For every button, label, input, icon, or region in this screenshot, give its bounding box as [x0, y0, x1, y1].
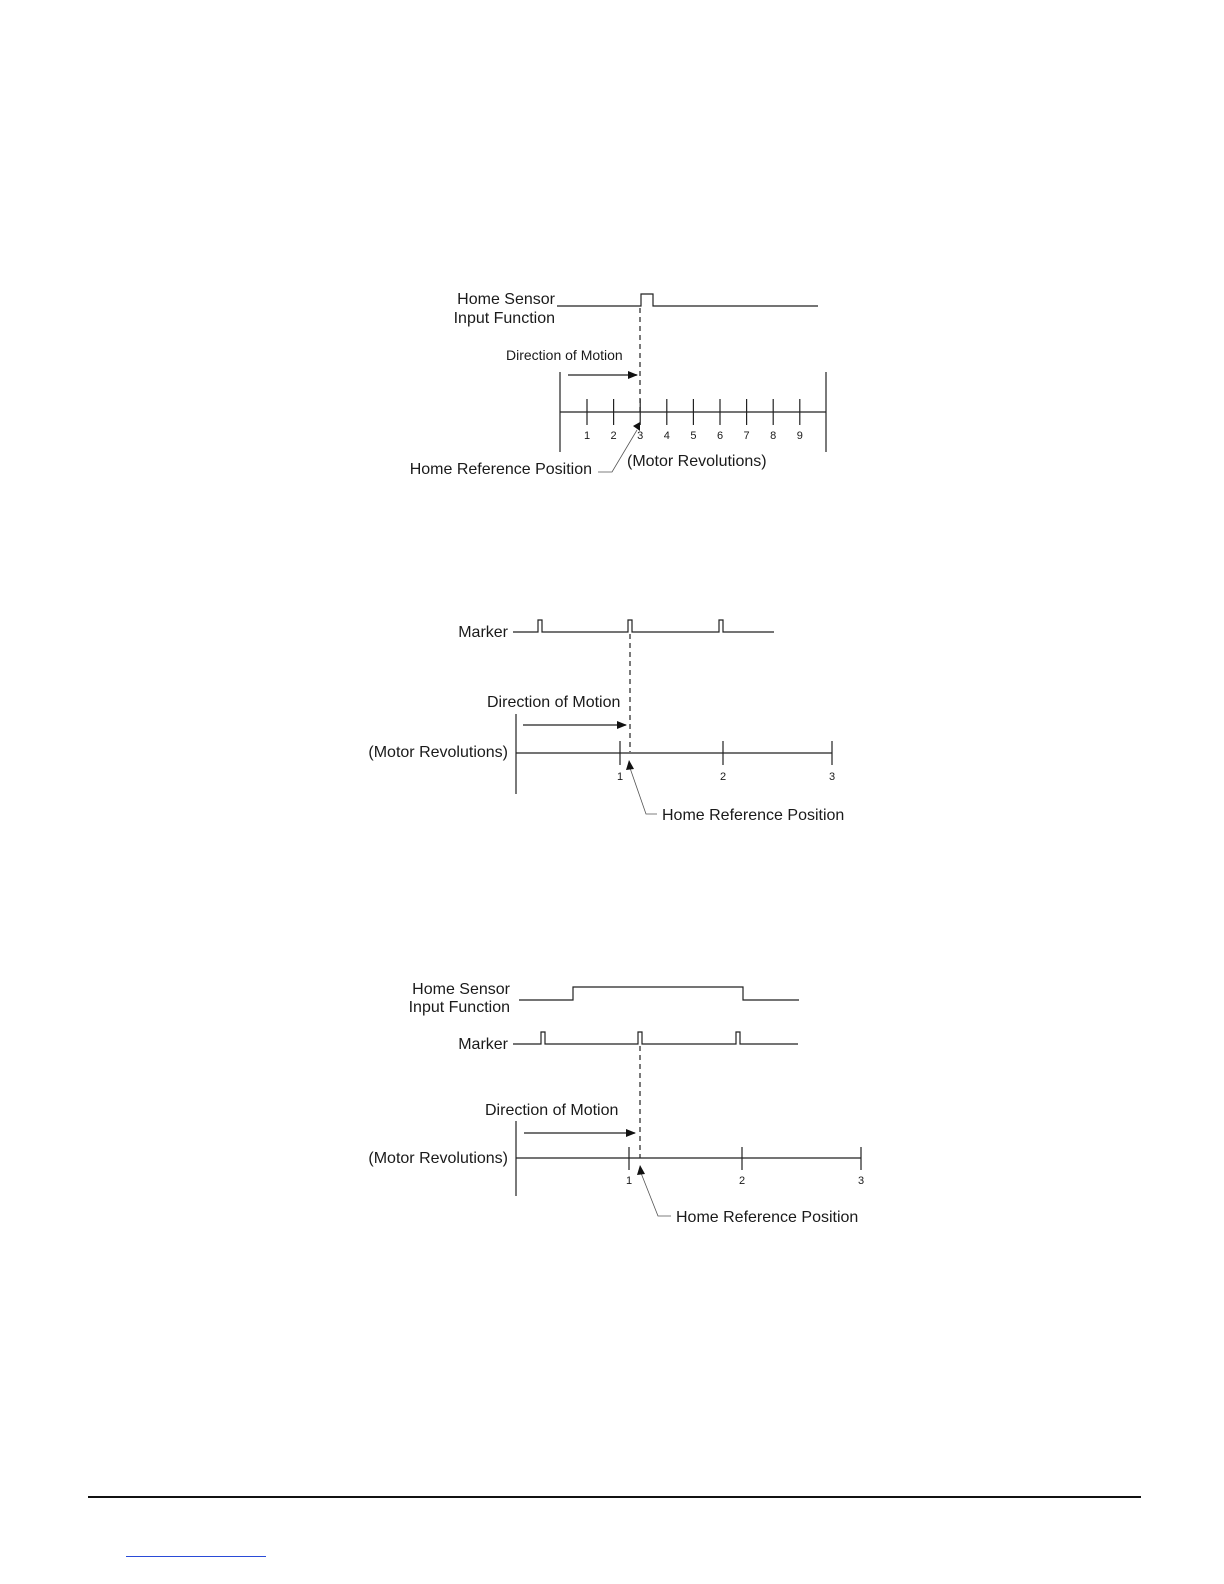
home-ref-label: Home Reference Position	[410, 461, 592, 478]
direction-label: Direction of Motion	[487, 694, 620, 711]
home-sensor-signal	[519, 987, 799, 1000]
axis-label: (Motor Revolutions)	[627, 453, 767, 470]
axis-tick-label: 2	[720, 771, 726, 783]
marker-label: Marker	[458, 1036, 508, 1053]
sensor-label-line2: Input Function	[454, 310, 555, 327]
axis-tick-label: 1	[617, 771, 623, 783]
direction-label: Direction of Motion	[506, 347, 623, 363]
axis-tick-label: 6	[717, 430, 723, 442]
home-ref-label: Home Reference Position	[662, 807, 844, 824]
marker-signal	[513, 620, 774, 632]
home-ref-arrowhead	[637, 1165, 645, 1175]
axis-tick-label: 1	[584, 430, 590, 442]
footer-link-underline[interactable]	[126, 1556, 266, 1557]
home-sensor-signal	[557, 294, 818, 306]
axis-tick-label: 4	[664, 430, 670, 442]
home-ref-leader	[630, 768, 657, 814]
diagram-marker: Marker Direction of Motion (Motor Revolu…	[368, 620, 844, 824]
axis-label: (Motor Revolutions)	[368, 744, 508, 761]
sensor-label-line1: Home Sensor	[457, 291, 555, 308]
home-ref-leader	[641, 1173, 671, 1216]
axis-tick-label: 3	[858, 1175, 864, 1187]
diagram-sensor-and-marker: Home Sensor Input Function Marker Direct…	[368, 981, 864, 1226]
axis-ticks: 1 2 3 4 5 6 7 8 9	[584, 399, 803, 442]
axis-tick-label: 9	[797, 430, 803, 442]
axis-tick-label: 2	[739, 1175, 745, 1187]
sensor-label-line2: Input Function	[409, 999, 510, 1016]
axis-tick-label: 7	[744, 430, 750, 442]
home-ref-label: Home Reference Position	[676, 1209, 858, 1226]
axis-tick-label: 3	[829, 771, 835, 783]
footer-rule	[88, 1496, 1141, 1498]
axis-tick-label: 3	[637, 430, 643, 442]
direction-label: Direction of Motion	[485, 1102, 618, 1119]
axis-tick-label: 8	[770, 430, 776, 442]
axis-tick-label: 5	[690, 430, 696, 442]
axis-tick-label: 1	[626, 1175, 632, 1187]
diagram-home-sensor: Home Sensor Input Function Direction of …	[410, 291, 826, 478]
marker-label: Marker	[458, 624, 508, 641]
marker-signal	[513, 1032, 798, 1044]
sensor-label-line1: Home Sensor	[412, 981, 510, 998]
home-ref-arrowhead	[626, 760, 634, 770]
axis-tick-label: 2	[611, 430, 617, 442]
axis-label: (Motor Revolutions)	[368, 1150, 508, 1167]
